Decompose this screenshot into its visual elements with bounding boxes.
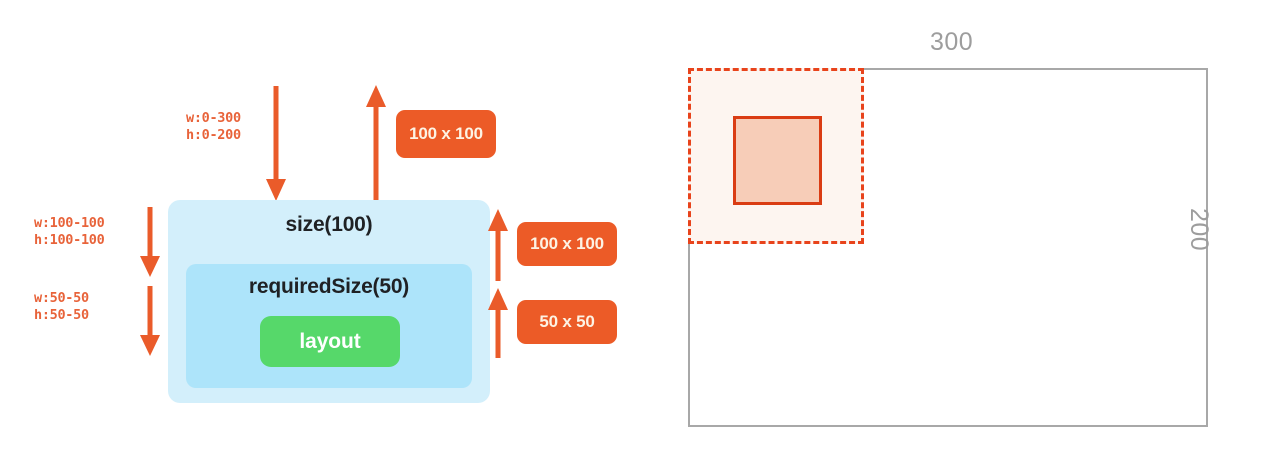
arrow-up-inner-measured <box>488 288 508 358</box>
badge-measured-size-top: 100 x 100 <box>396 110 496 158</box>
constraint-label-incoming-top: w:0-300 h:0-200 <box>186 110 241 143</box>
arrow-up-outer-measured <box>488 209 508 281</box>
constraint-label-inner-to-layout: w:50-50 h:50-50 <box>34 290 89 323</box>
badge-measured-size-outer: 100 x 100 <box>517 222 617 266</box>
canvas-width-label: 300 <box>930 28 974 56</box>
size-box-outer: size(100) requiredSize(50) layout <box>168 200 490 403</box>
layout-pill: layout <box>260 316 400 367</box>
arrow-up-reported-size-top <box>366 85 386 200</box>
constraint-label-outer-to-inner: w:100-100 h:100-100 <box>34 215 105 248</box>
arrow-down-outer-to-inner <box>140 207 160 277</box>
required-size-region-solid <box>733 116 822 205</box>
arrow-down-inner-to-layout <box>140 286 160 356</box>
required-size-box-inner-label: requiredSize(50) <box>248 275 410 298</box>
size-box-outer-label: size(100) <box>285 213 373 236</box>
canvas-height-label: 200 <box>1185 208 1213 252</box>
badge-measured-size-inner: 50 x 50 <box>517 300 617 344</box>
required-size-box-inner: requiredSize(50) layout <box>186 264 472 388</box>
arrow-down-incoming-constraint <box>266 86 286 201</box>
